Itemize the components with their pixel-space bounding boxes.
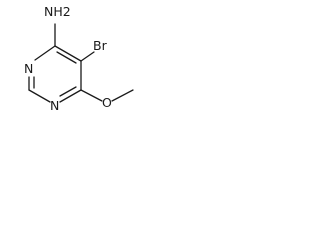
bond-c6-n1 (59, 89, 82, 103)
bond-c4-c5-double (56, 51, 77, 64)
ring-nitrogen-bottom-label: N (50, 98, 59, 113)
oxygen-label: O (102, 95, 112, 110)
bond-n1-c2 (28, 89, 51, 103)
molecule-structure: NH2 Br N N O (24, 4, 134, 113)
bond-c6-n1-double (59, 86, 77, 97)
bond-o-ch3 (111, 89, 134, 102)
atom-labels: NH2 Br N N O (24, 4, 112, 113)
bond-c6-o (80, 89, 103, 102)
bond-n3-c4 (34, 45, 56, 61)
bonds (28, 23, 134, 103)
bromine-label: Br (93, 38, 108, 53)
bond-c5-br (80, 51, 95, 62)
amine-label: NH2 (44, 4, 71, 19)
ring-nitrogen-left-label: N (24, 61, 33, 76)
bond-c4-c5 (54, 45, 82, 62)
